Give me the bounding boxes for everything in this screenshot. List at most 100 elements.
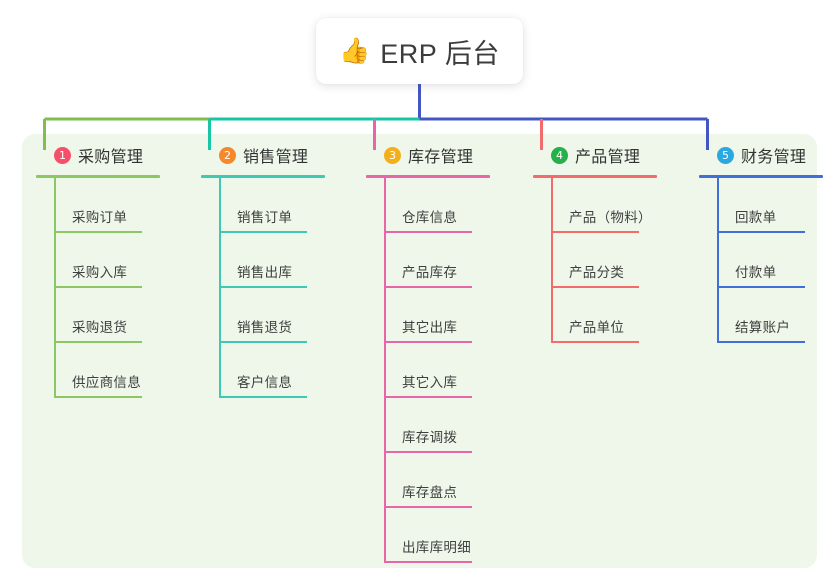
- list-item-rule: [384, 396, 472, 398]
- list-item[interactable]: 库存调拨: [384, 398, 516, 453]
- list-item-label: 客户信息: [237, 375, 293, 390]
- column-badge-5: 5: [717, 146, 734, 164]
- list-item[interactable]: 回款单: [717, 178, 839, 233]
- list-item-label: 付款单: [735, 265, 777, 280]
- column-title-4: 产品管理: [575, 149, 641, 166]
- list-item-rule: [54, 396, 142, 398]
- list-item-rule: [551, 231, 639, 233]
- column-spine-3: [384, 178, 386, 563]
- column-header-rule-2: [201, 175, 325, 178]
- diagram-panel: [22, 134, 817, 568]
- list-item[interactable]: 产品库存: [384, 233, 516, 288]
- list-item-rule: [384, 451, 472, 453]
- list-item[interactable]: 出库库明细: [384, 508, 516, 563]
- list-item-label: 库存盘点: [402, 485, 458, 500]
- list-item[interactable]: 其它出库: [384, 288, 516, 343]
- column-2: 2 销售管理销售订单销售出库销售退货客户信息: [201, 142, 351, 398]
- root-node[interactable]: 👍 ERP 后台: [316, 18, 523, 84]
- list-item-label: 库存调拨: [402, 430, 458, 445]
- column-spine-5: [717, 178, 719, 343]
- list-item[interactable]: 采购订单: [54, 178, 186, 233]
- list-item-label: 供应商信息: [72, 375, 141, 390]
- column-header-rule-4: [533, 175, 657, 178]
- column-4: 4 产品管理产品（物料） 产品分类产品单位: [533, 142, 683, 343]
- list-item[interactable]: 采购退货: [54, 288, 186, 343]
- list-item[interactable]: 供应商信息: [54, 343, 186, 398]
- column-spine-4: [551, 178, 553, 343]
- list-item-label: 其它出库: [402, 320, 458, 335]
- thumbs-up-icon: 👍: [339, 36, 371, 65]
- list-item-rule: [384, 286, 472, 288]
- column-title-1: 采购管理: [78, 149, 144, 166]
- list-item-rule: [54, 286, 142, 288]
- column-title-2: 销售管理: [243, 149, 309, 166]
- list-item-rule: [551, 341, 639, 343]
- column-badge-3: 3: [384, 146, 401, 164]
- column-5: 5 财务管理回款单付款单结算账户: [699, 142, 839, 343]
- list-item-rule: [384, 506, 472, 508]
- list-item-rule: [219, 286, 307, 288]
- column-header-3[interactable]: 3 库存管理: [366, 142, 516, 168]
- column-badge-4: 4: [551, 146, 568, 164]
- list-item-label: 采购入库: [72, 265, 128, 280]
- list-item[interactable]: 库存盘点: [384, 453, 516, 508]
- list-item[interactable]: 其它入库: [384, 343, 516, 398]
- column-header-rule-3: [366, 175, 490, 178]
- column-items-3: 仓库信息产品库存其它出库其它入库库存调拨库存盘点出库库明细: [366, 178, 516, 563]
- list-item-label: 采购订单: [72, 210, 128, 225]
- column-header-4[interactable]: 4 产品管理: [533, 142, 683, 168]
- list-item[interactable]: 仓库信息: [384, 178, 516, 233]
- column-items-2: 销售订单销售出库销售退货客户信息: [201, 178, 351, 398]
- list-item-rule: [219, 231, 307, 233]
- column-1: 1 采购管理采购订单采购入库采购退货供应商信息: [36, 142, 186, 398]
- list-item-label: 产品分类: [569, 265, 625, 280]
- list-item[interactable]: 销售退货: [219, 288, 351, 343]
- column-header-1[interactable]: 1 采购管理: [36, 142, 186, 168]
- list-item-label: 产品（物料）: [569, 210, 652, 225]
- list-item-label: 出库库明细: [402, 540, 471, 555]
- list-item-label: 回款单: [735, 210, 777, 225]
- list-item-label: 产品单位: [569, 320, 625, 335]
- root-title: ERP 后台: [380, 38, 500, 69]
- column-header-2[interactable]: 2 销售管理: [201, 142, 351, 168]
- list-item-label: 结算账户: [735, 320, 791, 335]
- list-item[interactable]: 产品（物料）: [551, 178, 683, 233]
- list-item-rule: [54, 231, 142, 233]
- list-item-label: 销售订单: [237, 210, 293, 225]
- list-item[interactable]: 产品分类: [551, 233, 683, 288]
- list-item[interactable]: 付款单: [717, 233, 839, 288]
- list-item[interactable]: 采购入库: [54, 233, 186, 288]
- column-items-5: 回款单付款单结算账户: [699, 178, 839, 343]
- list-item-rule: [384, 341, 472, 343]
- column-spine-1: [54, 178, 56, 398]
- column-header-rule-1: [36, 175, 160, 178]
- column-title-5: 财务管理: [741, 149, 807, 166]
- list-item-rule: [717, 231, 805, 233]
- column-items-4: 产品（物料） 产品分类产品单位: [533, 178, 683, 343]
- column-badge-2: 2: [219, 146, 236, 164]
- list-item[interactable]: 销售订单: [219, 178, 351, 233]
- column-header-5[interactable]: 5 财务管理: [699, 142, 839, 168]
- list-item-rule: [717, 286, 805, 288]
- list-item[interactable]: 销售出库: [219, 233, 351, 288]
- column-title-3: 库存管理: [408, 149, 474, 166]
- column-spine-2: [219, 178, 221, 398]
- list-item-label: 采购退货: [72, 320, 128, 335]
- list-item[interactable]: 客户信息: [219, 343, 351, 398]
- list-item-label: 销售退货: [237, 320, 293, 335]
- column-header-rule-5: [699, 175, 823, 178]
- list-item-rule: [219, 341, 307, 343]
- list-item-rule: [384, 561, 472, 563]
- column-items-1: 采购订单采购入库采购退货供应商信息: [36, 178, 186, 398]
- list-item-rule: [717, 341, 805, 343]
- list-item-rule: [219, 396, 307, 398]
- list-item-label: 销售出库: [237, 265, 293, 280]
- list-item-rule: [384, 231, 472, 233]
- list-item-label: 其它入库: [402, 375, 458, 390]
- list-item-rule: [551, 286, 639, 288]
- list-item-rule: [54, 341, 142, 343]
- list-item[interactable]: 结算账户: [717, 288, 839, 343]
- column-badge-1: 1: [54, 146, 71, 164]
- column-3: 3 库存管理仓库信息产品库存其它出库其它入库库存调拨库存盘点出库库明细: [366, 142, 516, 563]
- list-item[interactable]: 产品单位: [551, 288, 683, 343]
